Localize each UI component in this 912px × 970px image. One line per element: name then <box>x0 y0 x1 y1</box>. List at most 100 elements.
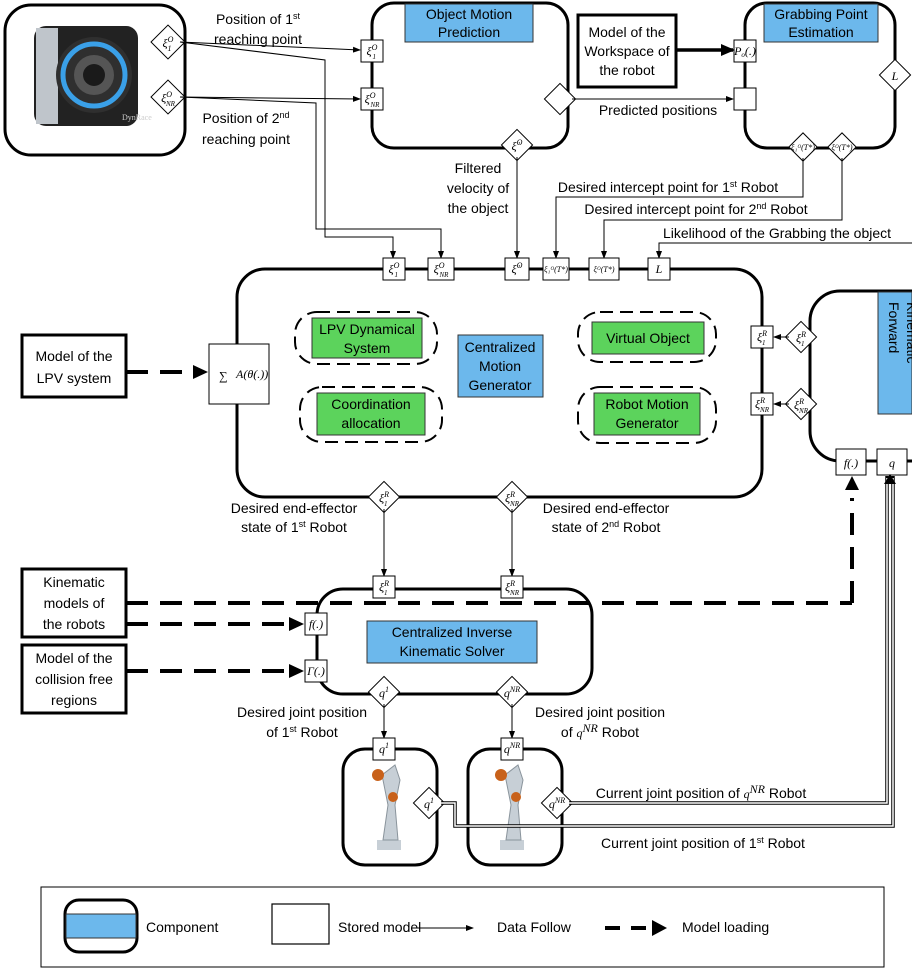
svg-text:Kinematic Solver: Kinematic Solver <box>399 643 504 659</box>
port-cmg-likelihood: L <box>647 257 671 281</box>
camera-icon: DynRace <box>34 26 152 126</box>
robot-nr-component <box>466 747 564 867</box>
port-gpe-likelihood: L <box>878 58 912 92</box>
svg-text:of qNR Robot: of qNR Robot <box>561 721 639 740</box>
svg-text:ξO1: ξO1 <box>163 35 174 53</box>
port-fk-f: f(.) <box>835 448 867 476</box>
svg-text:f(.): f(.) <box>309 617 323 631</box>
svg-text:models of: models of <box>44 595 105 611</box>
svg-text:q1: q1 <box>424 796 434 811</box>
object-motion-prediction-title: Object Motion <box>426 6 512 22</box>
svg-text:q1: q1 <box>379 685 389 700</box>
svg-text:Generator: Generator <box>468 377 531 393</box>
svg-text:Robot Motion: Robot Motion <box>605 396 688 412</box>
port-robot1-q1-out: q1 <box>412 786 446 820</box>
svg-text:Model of the: Model of the <box>35 650 112 666</box>
svg-text:ξR1: ξR1 <box>796 330 806 348</box>
legend-model-loading-label: Model loading <box>682 919 769 935</box>
grabbing-point-title: Grabbing Point <box>774 6 868 22</box>
svg-text:L: L <box>891 69 899 83</box>
kinematic-models-box: Kinematic models of the robots <box>20 567 128 639</box>
label-current-joint-first: Current joint position of 1st Robot <box>601 835 805 851</box>
svg-text:ξᴼ(T*): ξᴼ(T*) <box>831 143 852 152</box>
svg-text:ξR1: ξR1 <box>379 490 389 508</box>
label-first-reaching-point: Position of 1st <box>216 11 301 27</box>
label-desired-joint-first: Desired joint position <box>237 704 367 720</box>
port-omp-predicted-out <box>543 82 577 116</box>
svg-text:LPV system: LPV system <box>37 370 112 386</box>
port-cmg-sigma-a: ∑ A(θ(.)) <box>208 343 270 405</box>
svg-text:collision free: collision free <box>35 671 113 687</box>
legend-stored-model-swatch <box>271 903 330 945</box>
label-intercept-second: Desired intercept point for 2nd Robot <box>584 201 807 217</box>
robot-arm-icon <box>495 764 524 850</box>
svg-text:Γ(.): Γ(.) <box>306 664 325 678</box>
lpv-dynamical-system-module: LPV Dynamical System <box>294 311 438 365</box>
feedback-current-joint-first <box>441 476 895 828</box>
label-likelihood: Likelihood of the Grabbing the object <box>663 225 891 241</box>
svg-text:L: L <box>655 262 663 276</box>
forward-kinematic-component: Forward Kinematic <box>808 289 912 463</box>
svg-text:the robots: the robots <box>43 616 105 632</box>
svg-text:Virtual Object: Virtual Object <box>606 330 690 346</box>
port-gpe-predicted-in <box>733 87 757 111</box>
workspace-model-box: Model of the Workspace of the robot <box>576 13 678 89</box>
port-cmg-xi-t-1: ξ₁ᴼ(T*) <box>542 257 570 281</box>
coordination-allocation-module: Coordination allocation <box>299 386 443 443</box>
svg-text:Prediction: Prediction <box>438 24 500 40</box>
svg-text:LPV Dynamical: LPV Dynamical <box>319 321 415 337</box>
forward-kinematic-title: Forward <box>886 302 902 353</box>
port-gpe-xi-t-nr: ξᴼ(T*) <box>827 132 857 162</box>
svg-text:state of 2nd Robot: state of 2nd Robot <box>552 519 661 535</box>
svg-text:∑: ∑ <box>219 369 228 383</box>
legend: Component Stored model Data Follow Model… <box>40 886 885 968</box>
label-desired-ee-second: Desired end-effector <box>543 500 670 516</box>
svg-text:ξᴼ(T*): ξᴼ(T*) <box>593 265 614 274</box>
port-ik-q-nr: qNR <box>495 675 529 709</box>
port-ik-gamma: Γ(.) <box>304 659 328 683</box>
svg-text:Generator: Generator <box>615 415 678 431</box>
svg-text:the object: the object <box>448 200 509 216</box>
svg-text:state of 1st Robot: state of 1st Robot <box>241 519 347 535</box>
arrow-lpv-load <box>193 365 208 379</box>
legend-stored-model-label: Stored model <box>338 919 421 935</box>
svg-text:ξ₁ᴼ(T*): ξ₁ᴼ(T*) <box>791 143 815 152</box>
label-filtered-velocity: Filtered <box>455 160 502 176</box>
port-gpe-p-o: Po(.) <box>733 39 757 63</box>
label-predicted-positions: Predicted positions <box>599 102 717 118</box>
svg-text:System: System <box>344 340 391 356</box>
svg-text:ξ̇O: ξ̇O <box>512 138 523 153</box>
svg-text:reaching point: reaching point <box>202 131 290 147</box>
svg-text:Estimation: Estimation <box>788 24 853 40</box>
port-omp-xi-dot-o: ξ̇O <box>500 128 534 162</box>
svg-text:allocation: allocation <box>341 415 400 431</box>
legend-component-label: Component <box>146 919 218 935</box>
svg-text:ξR1: ξR1 <box>379 579 389 597</box>
grabbing-point-estimation-component: Grabbing Point Estimation <box>743 1 897 150</box>
robot-motion-generator-module: Robot Motion Generator <box>577 386 717 444</box>
port-cmg-xi-t-nr: ξᴼ(T*) <box>588 257 620 281</box>
feedback-current-joint-nr <box>569 476 889 805</box>
port-fk-q: q <box>876 448 908 476</box>
legend-component-swatch <box>63 898 139 954</box>
svg-text:Model of the: Model of the <box>35 348 112 364</box>
arrow-collision-load <box>289 664 304 678</box>
svg-text:A(θ(.)): A(θ(.)) <box>235 367 268 381</box>
legend-data-follow-label: Data Follow <box>497 919 572 935</box>
svg-text:Workspace of: Workspace of <box>584 43 669 59</box>
svg-text:velocity of: velocity of <box>447 180 509 196</box>
label-desired-ee-first: Desired end-effector <box>231 500 358 516</box>
object-motion-prediction-component: Object Motion Prediction <box>370 1 570 150</box>
ik-solver-title: Centralized Inverse <box>392 624 513 640</box>
camera-badge: DynRace <box>122 113 152 122</box>
